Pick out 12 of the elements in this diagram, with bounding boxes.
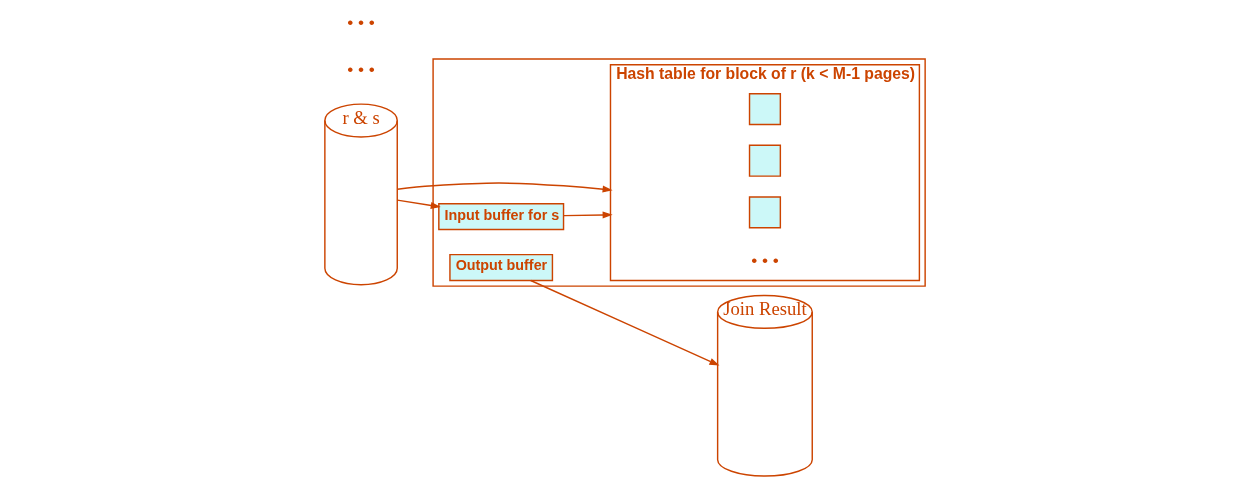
node-box — [748, 93, 781, 126]
label: • • • — [346, 58, 375, 79]
node-box: Input buffer for s — [437, 203, 564, 231]
node-box — [748, 196, 781, 229]
arrow — [396, 199, 441, 209]
label: • • • — [750, 250, 779, 271]
label: • • • — [346, 12, 375, 33]
arrow — [562, 211, 613, 219]
node-box: Output buffer — [448, 253, 553, 282]
node-box — [748, 144, 781, 177]
arrow — [529, 279, 719, 366]
arrow — [396, 182, 613, 193]
